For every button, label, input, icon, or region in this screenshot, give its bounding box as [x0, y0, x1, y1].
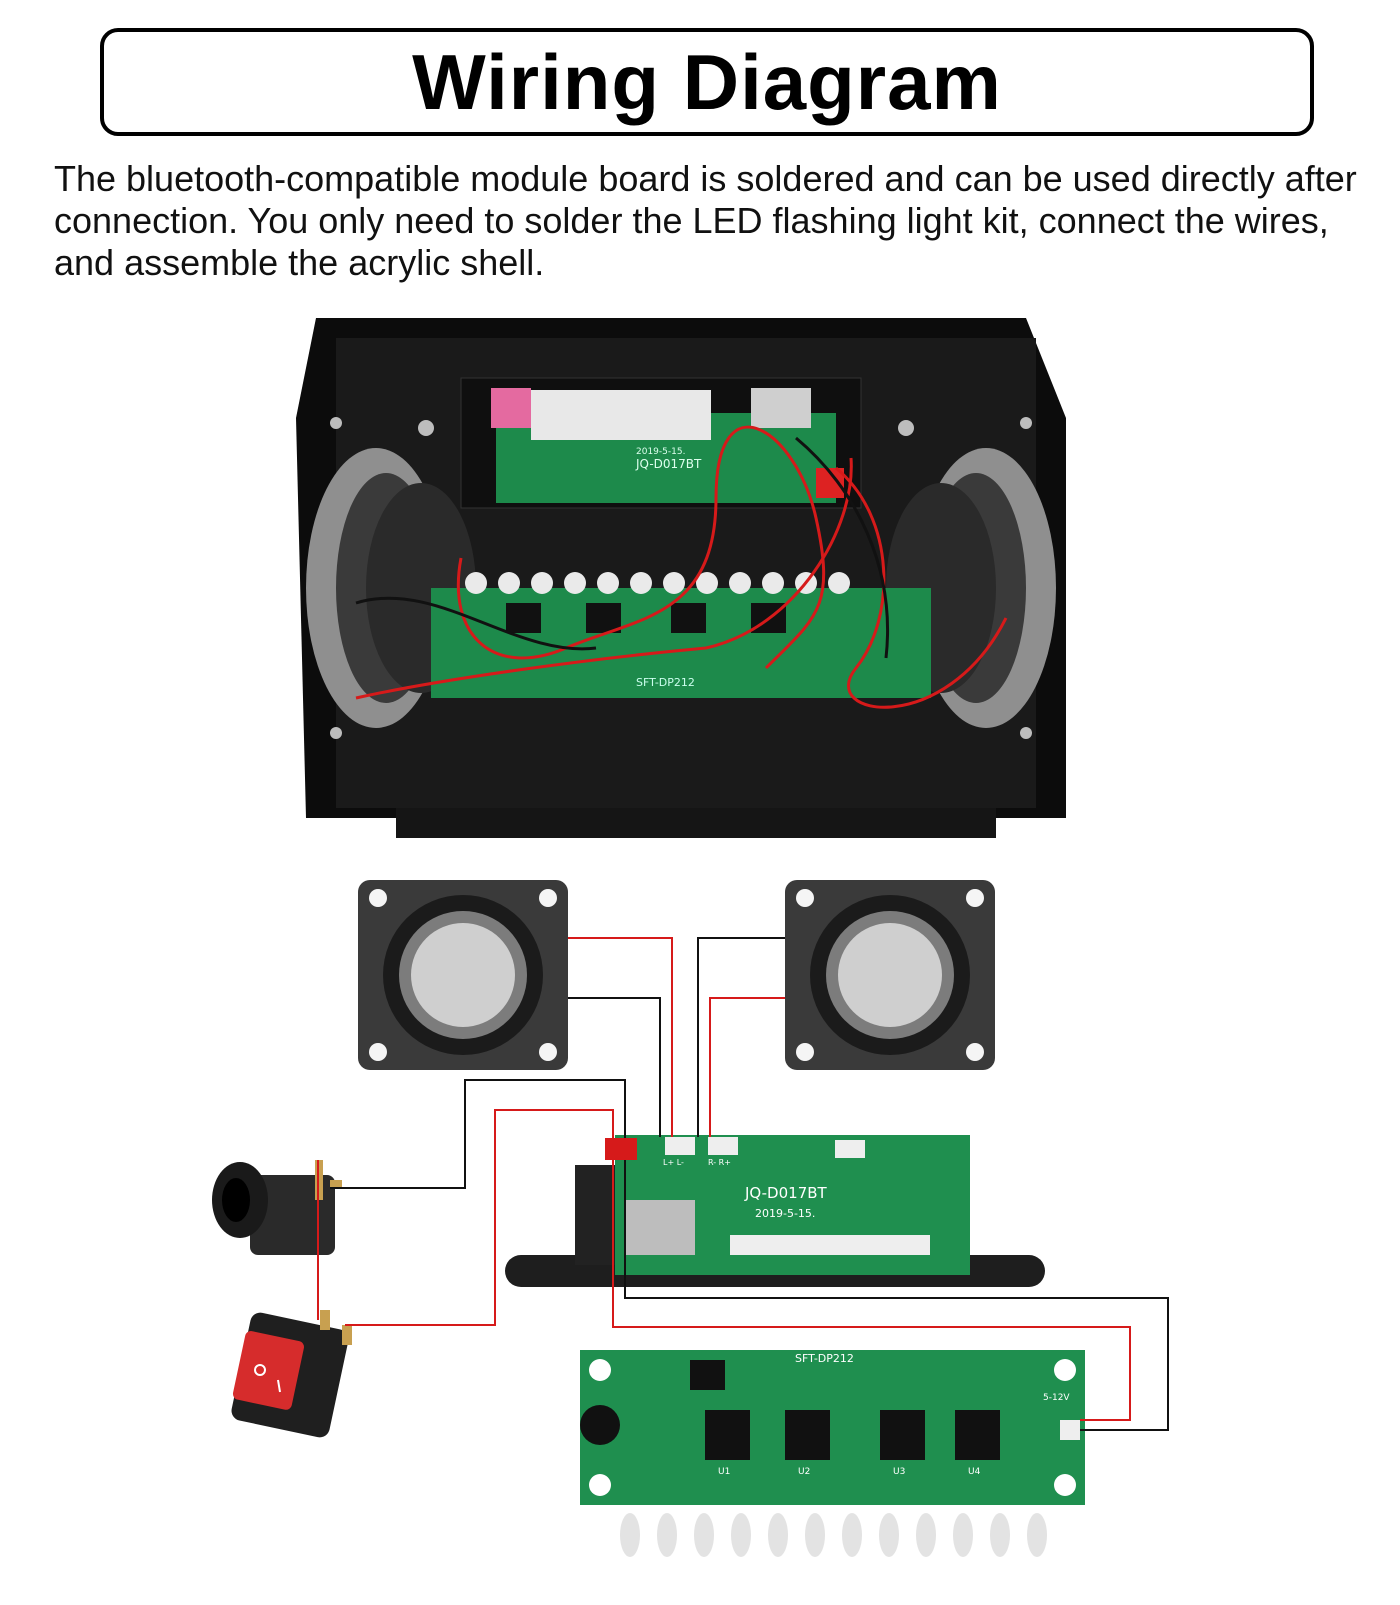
bt-module-model: JQ-D017BT	[744, 1184, 828, 1202]
left-speaker-icon	[358, 880, 568, 1070]
led-board-model: SFT-DP212	[795, 1352, 854, 1365]
chip-u1: U1	[718, 1467, 730, 1477]
microphone-icon	[580, 1405, 620, 1445]
usb-port-icon	[625, 1200, 695, 1255]
photo-board-date: 2019-5-15.	[636, 447, 685, 457]
chip-u4: U4	[968, 1467, 981, 1477]
power-switch-icon	[231, 1310, 352, 1438]
right-speaker-icon	[785, 880, 995, 1070]
title-frame: Wiring Diagram	[100, 28, 1314, 136]
chip-u3: U3	[893, 1467, 905, 1477]
right-speaker-connector	[708, 1137, 738, 1155]
led-board-voltage: 5-12V	[1043, 1393, 1070, 1403]
photo-led-board-label: SFT-DP212	[636, 676, 695, 689]
wiring-diagram: L+ L- R- R+ JQ-D017BT 2019-5-15.	[0, 880, 1400, 1600]
left-connector-label: L+ L-	[663, 1158, 684, 1167]
right-speaker-icon	[886, 448, 1056, 728]
led-row	[620, 1513, 1047, 1557]
assembled-speaker-photo: JQ-D017BT 2019-5-15. SFT-DP212	[296, 318, 1092, 858]
description-text: The bluetooth-compatible module board is…	[54, 158, 1357, 283]
photo-board-label: JQ-D017BT	[635, 457, 702, 471]
left-speaker-connector	[665, 1137, 695, 1155]
bluetooth-module: L+ L- R- R+ JQ-D017BT 2019-5-15.	[505, 1135, 1045, 1287]
page-title: Wiring Diagram	[412, 37, 1002, 126]
led-board-power-input	[1060, 1420, 1080, 1440]
power-connector	[605, 1138, 637, 1160]
right-connector-label: R- R+	[708, 1158, 731, 1167]
bt-module-date: 2019-5-15.	[755, 1207, 815, 1220]
led-board: U1 U2 U3 U4 SFT-DP212 5-12V	[580, 1350, 1085, 1557]
chip-u2: U2	[798, 1467, 810, 1477]
dc-jack-icon	[212, 1160, 342, 1255]
